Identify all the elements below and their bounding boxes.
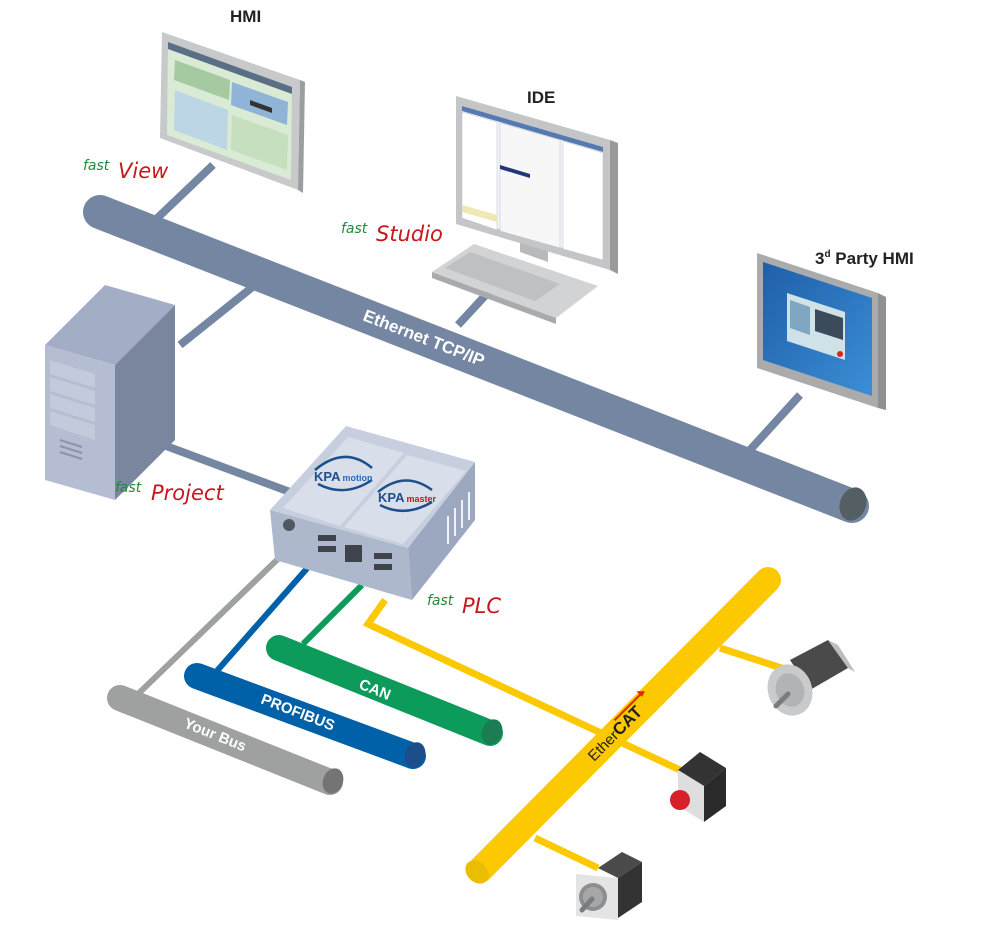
your-bus-pipe-end	[322, 768, 344, 794]
stepper-motor-icon	[576, 852, 642, 920]
ethernet-pipe-end	[839, 487, 867, 521]
your-bus-pipe	[107, 685, 343, 795]
can-bus: CAN	[266, 582, 503, 746]
usb-port-icon	[318, 546, 336, 552]
ethercat-bus: EtherCAT	[362, 567, 802, 884]
server-plc-connector	[148, 436, 292, 496]
ethercat-pipe-end	[465, 860, 489, 884]
ide-workstation: IDE	[432, 88, 618, 324]
third-party-hmi-title: 3d Party HMI	[815, 249, 914, 268]
usb-port-icon	[374, 564, 392, 570]
your-bus-connector	[135, 552, 285, 697]
fastview-label: fast View	[83, 158, 169, 183]
can-pipe-end	[481, 719, 503, 745]
fastplc-name: PLC	[462, 594, 501, 618]
faststudio-prefix: fast	[341, 221, 368, 237]
faststudio-label: fast Studio	[341, 221, 443, 246]
fastproject-prefix: fast	[115, 480, 142, 496]
ethercat-arrow-icon	[613, 691, 645, 721]
push-button-icon	[670, 752, 726, 822]
faststudio-name: Studio	[376, 222, 443, 246]
ethernet-pipe	[83, 195, 869, 523]
hmi-title: HMI	[230, 7, 261, 26]
hmi-monitor: HMI	[160, 7, 305, 193]
server-tower	[45, 285, 175, 500]
ide-title: IDE	[527, 88, 555, 107]
server-connector	[177, 281, 258, 349]
can-pipe	[266, 635, 503, 746]
usb-port-icon	[318, 535, 336, 541]
stepper-connector	[533, 834, 600, 872]
fastproject-name: Project	[151, 481, 224, 505]
ethercat-pipe	[467, 567, 781, 883]
profibus-pipe-end	[404, 742, 426, 768]
profibus-pipe	[184, 663, 426, 769]
can-connector	[300, 582, 365, 647]
servo-motor-icon	[767, 640, 855, 716]
fastplc-prefix: fast	[427, 593, 454, 609]
usb-port-icon	[374, 553, 392, 559]
hmi-connector	[147, 162, 216, 228]
third-party-hmi-connector	[747, 392, 803, 453]
fastview-prefix: fast	[83, 158, 110, 174]
third-party-hmi-panel: 3d Party HMI	[757, 249, 914, 410]
fastproject-label: fast Project	[115, 480, 224, 505]
fastplc-label: fast PLC	[427, 593, 501, 618]
power-button-icon	[283, 519, 295, 531]
ethercat-plc-connector	[362, 597, 682, 774]
ethernet-port-icon	[345, 545, 362, 562]
svg-text:EtherCAT: EtherCAT	[583, 702, 646, 765]
profibus-connector	[213, 563, 313, 674]
fastview-name: View	[118, 159, 169, 183]
